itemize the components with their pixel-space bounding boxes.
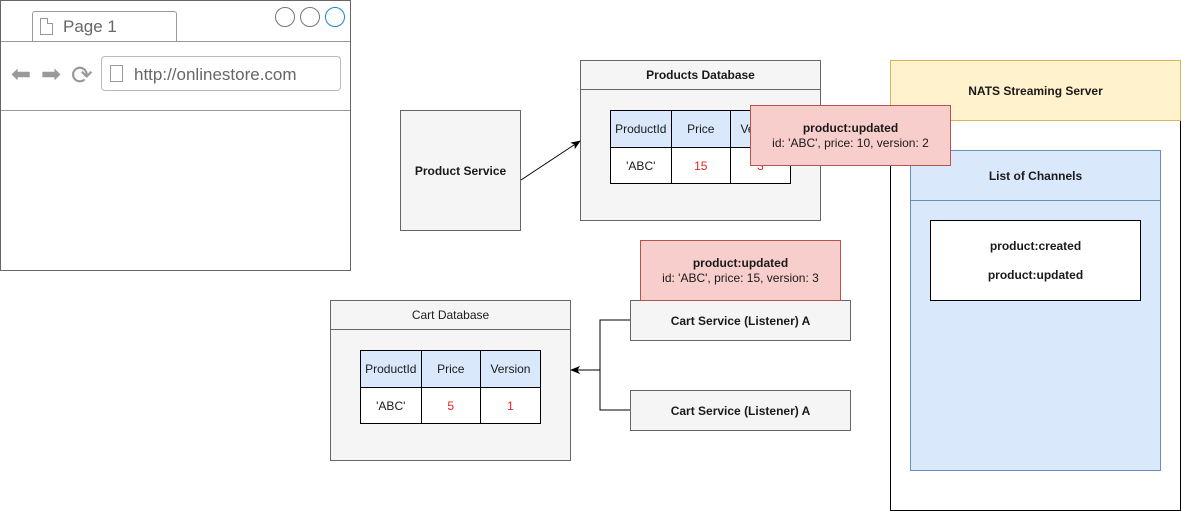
col-productid: ProductId (360, 350, 422, 388)
forward-arrow-icon[interactable]: ➡ (41, 61, 62, 88)
products-database-title: Products Database (581, 61, 820, 90)
event-detail: id: 'ABC', price: 10, version: 2 (772, 135, 929, 150)
browser-tab[interactable]: Page 1 (32, 11, 177, 42)
cart-listener-b-label: Cart Service (Listener) A (670, 403, 811, 418)
channel-list: product:created product:updated (930, 220, 1141, 301)
cart-database-title: Cart Database (331, 301, 570, 330)
product-service-label: Product Service (414, 163, 507, 178)
col-price: Price (420, 350, 481, 388)
cart-listener-a-box: Cart Service (Listener) A (630, 300, 851, 341)
col-version: Version (479, 350, 542, 388)
back-arrow-icon[interactable]: ⬅ (11, 61, 32, 88)
cart-listener-a-label: Cart Service (Listener) A (670, 313, 811, 328)
cell-productid: 'ABC' (610, 147, 672, 184)
browser-content-divider (1, 110, 350, 111)
channel-item: product:created (989, 239, 1082, 253)
close-icon[interactable] (325, 7, 345, 27)
product-service-to-db-arrow (520, 140, 581, 181)
tab-divider (1, 41, 350, 42)
refresh-icon[interactable]: ⟳ (71, 60, 93, 90)
maximize-icon[interactable] (300, 7, 320, 27)
cell-price: 15 (670, 147, 731, 184)
listeners-to-cart-db-arrow (571, 319, 630, 411)
page-icon (110, 65, 123, 82)
channels-title: List of Channels (988, 168, 1083, 183)
tab-label: Page 1 (63, 17, 117, 36)
address-bar[interactable]: http://onlinestore.com (101, 56, 341, 91)
cell-price: 5 (420, 387, 481, 424)
product-service-box: Product Service (400, 110, 521, 231)
channels-panel: List of Channels (910, 150, 1161, 471)
event-product-updated-v2: product:updated id: 'ABC', price: 10, ve… (750, 105, 951, 166)
event-detail: id: 'ABC', price: 15, version: 3 (662, 270, 819, 285)
cart-table: ProductId Price Version 'ABC' 5 1 (360, 350, 542, 424)
browser-window: Page 1 ⬅ ➡ ⟳ http://onlinestore.com (0, 0, 351, 271)
page-icon (40, 18, 53, 35)
event-product-updated-v3: product:updated id: 'ABC', price: 15, ve… (640, 240, 841, 301)
cell-version: 1 (479, 387, 542, 424)
col-price: Price (670, 110, 731, 148)
url-text: http://onlinestore.com (134, 65, 297, 84)
channels-divider (910, 200, 1161, 201)
nats-server-title: NATS Streaming Server (968, 83, 1103, 98)
cart-database: Cart Database ProductId Price Version 'A… (330, 300, 571, 461)
event-title: product:updated (802, 120, 899, 135)
minimize-icon[interactable] (275, 7, 295, 27)
cart-listener-b-box: Cart Service (Listener) A (630, 390, 851, 431)
channel-item: product:updated (987, 268, 1084, 282)
cell-productid: 'ABC' (360, 387, 422, 424)
event-title: product:updated (692, 255, 789, 270)
col-productid: ProductId (610, 110, 672, 148)
